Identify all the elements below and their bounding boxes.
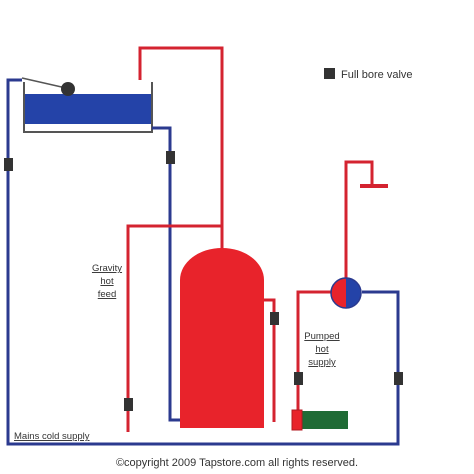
gravity-label-line3: feed xyxy=(98,289,117,300)
mains-cold-pipe xyxy=(6,78,400,446)
valve-pumped-supply xyxy=(294,372,303,385)
legend-label: Full bore valve xyxy=(341,69,413,81)
shower-supply-pipe xyxy=(344,160,374,278)
cold-water-tank xyxy=(21,77,153,133)
vent-pipe xyxy=(138,46,224,256)
mains-cold-supply-label: Mains cold supply xyxy=(14,431,90,442)
valve-cylinder-outlet xyxy=(270,312,279,325)
mixer-outline xyxy=(330,277,362,309)
cylinder-hot-outlet-pipe xyxy=(264,298,276,422)
mixer-cold-half xyxy=(346,278,361,308)
pumped-hot-supply-pipe xyxy=(296,290,332,420)
valve-gravity-feed xyxy=(124,398,133,411)
float-arm xyxy=(21,77,67,89)
copyright-notice: ©copyright 2009 Tapstore.com all rights … xyxy=(116,457,358,469)
hot-pipes xyxy=(126,46,388,432)
full-bore-valves xyxy=(4,151,403,411)
pump-motor xyxy=(302,411,348,429)
gravity-label-line2: hot xyxy=(100,276,114,287)
gravity-hot-feed-label: Gravity hot feed xyxy=(92,263,122,300)
legend: Full bore valve xyxy=(324,68,413,81)
hot-water-cylinder xyxy=(180,248,264,428)
shower-pump xyxy=(291,409,348,431)
tank-walls xyxy=(23,82,153,133)
float-ball xyxy=(61,82,75,96)
pump-head xyxy=(291,409,303,431)
valve-mains-right xyxy=(394,372,403,385)
pumped-label-line1: Pumped xyxy=(304,331,339,342)
pumped-hot-supply-label: Pumped hot supply xyxy=(304,331,339,368)
pumped-label-line2: hot xyxy=(315,344,329,355)
pumped-label-line3: supply xyxy=(308,357,336,368)
full-bore-valve-icon xyxy=(324,68,335,79)
valve-tank-feed xyxy=(166,151,175,164)
gravity-hot-feed-pipe xyxy=(126,224,222,432)
valve-mains-left xyxy=(4,158,13,171)
tank-water xyxy=(24,94,152,124)
tank-feed-pipe xyxy=(152,126,184,422)
mixer-valve xyxy=(330,277,362,309)
gravity-label-line1: Gravity xyxy=(92,263,122,274)
mixer-hot-half xyxy=(331,278,346,308)
